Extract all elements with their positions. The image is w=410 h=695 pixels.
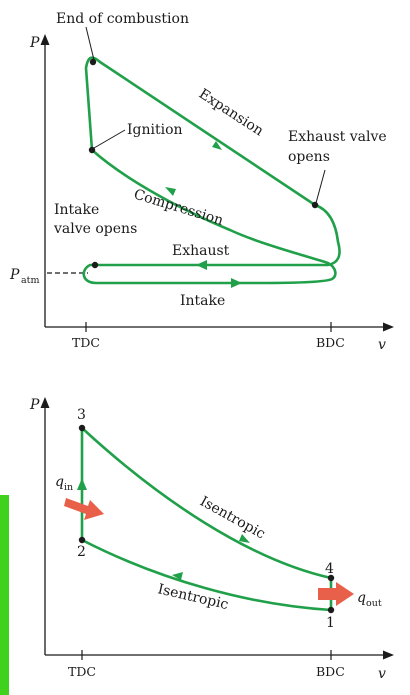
exhaust-valve-leader xyxy=(315,169,326,204)
intake-valve-label-line2: valve opens xyxy=(53,221,137,237)
cycle-loop-curve xyxy=(82,56,341,285)
expansion-arrowhead xyxy=(239,534,250,543)
bottom-x-axis-label: v xyxy=(378,666,386,682)
left-accent-bar xyxy=(0,495,9,695)
isentropic-compression-curve xyxy=(80,538,333,612)
state-point-2 xyxy=(78,536,86,544)
top-x-axis-arrow xyxy=(383,322,394,332)
ignition-leader xyxy=(93,129,126,149)
state-point-4 xyxy=(327,574,335,582)
state-label-3: 3 xyxy=(77,407,86,423)
bottom-y-axis-arrow xyxy=(40,397,50,408)
exhaust-valve-label-line2: opens xyxy=(288,149,330,165)
bottom-x-axis-arrow xyxy=(383,650,394,660)
actual-cycle-diagram: P v TDC BDC P atm End of combustion Igni… xyxy=(9,11,394,353)
exhaust-label: Exhaust xyxy=(172,243,230,259)
state-point-3 xyxy=(78,424,86,432)
heat-in-arrow-icon xyxy=(64,498,104,520)
exhaust-arrow xyxy=(196,260,207,270)
compression-arrow xyxy=(165,187,176,196)
top-y-axis-label: P xyxy=(29,35,40,51)
heat-addition-arrowhead xyxy=(77,478,87,490)
state-label-4: 4 xyxy=(325,561,334,577)
ignition-point xyxy=(88,146,96,154)
heat-out-arrow-icon xyxy=(318,582,354,606)
top-x-axis-label: v xyxy=(378,337,386,353)
exhaust-valve-opens-point xyxy=(311,201,319,209)
intake-arrow xyxy=(231,278,242,288)
exhaust-valve-label-line1: Exhaust valve xyxy=(288,129,387,145)
isentropic-expansion-curve xyxy=(80,426,333,580)
q-in-label: q xyxy=(55,474,64,490)
end-of-combustion-point xyxy=(89,58,97,66)
state-label-2: 2 xyxy=(77,544,86,560)
ideal-otto-cycle-diagram: P v TDC BDC 1 2 3 4 q in q out Isentropi xyxy=(0,397,394,695)
isentropic-upper-label: Isentropic xyxy=(197,494,268,543)
end-of-combustion-leader xyxy=(85,26,95,61)
expansion-arrow xyxy=(212,141,222,150)
intake-valve-opens-point xyxy=(91,261,99,269)
p-atm-subscript: atm xyxy=(21,275,40,286)
top-tdc-label: TDC xyxy=(72,335,100,350)
compression-label: Compression xyxy=(132,187,225,229)
bottom-tdc-label: TDC xyxy=(68,664,96,679)
compression-arrowhead xyxy=(172,572,183,580)
ignition-label: Ignition xyxy=(127,122,183,138)
q-out-subscript: out xyxy=(366,598,382,609)
p-atm-label: P xyxy=(9,267,20,283)
isentropic-lower-label: Isentropic xyxy=(156,581,230,613)
q-out-label: q xyxy=(357,590,366,606)
intake-label: Intake xyxy=(180,293,225,309)
state-point-1 xyxy=(327,606,335,614)
top-y-axis-arrow xyxy=(40,34,50,45)
intake-valve-label-line1: Intake xyxy=(54,202,99,218)
end-of-combustion-label: End of combustion xyxy=(56,11,189,27)
bottom-y-axis-label: P xyxy=(29,397,40,413)
top-bdc-label: BDC xyxy=(316,335,345,350)
state-label-1: 1 xyxy=(326,615,335,631)
q-in-subscript: in xyxy=(64,482,73,493)
bottom-bdc-label: BDC xyxy=(316,664,345,679)
